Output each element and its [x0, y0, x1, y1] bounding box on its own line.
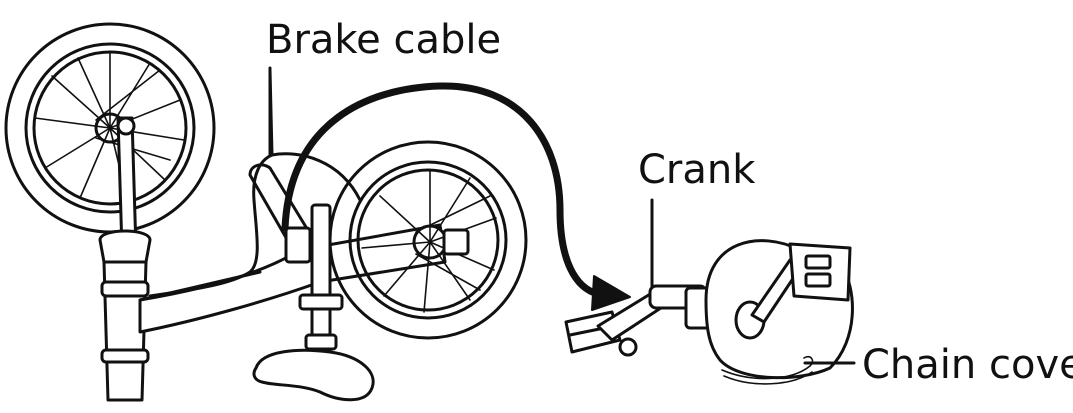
brake-cable-label: Brake cable — [266, 17, 502, 63]
leader-lines — [268, 66, 856, 365]
rear-wheel — [328, 140, 528, 340]
chain-cover-label: Chain cover — [862, 342, 1073, 388]
seat-post — [298, 203, 344, 357]
front-fork — [98, 116, 152, 402]
brake-cable — [148, 68, 362, 298]
crank-label: Crank — [638, 147, 756, 193]
saddle — [252, 348, 375, 402]
front-wheel — [4, 22, 216, 234]
crank-assembly — [564, 284, 714, 357]
chain-cover — [704, 239, 854, 385]
movement-arrow — [281, 82, 631, 311]
